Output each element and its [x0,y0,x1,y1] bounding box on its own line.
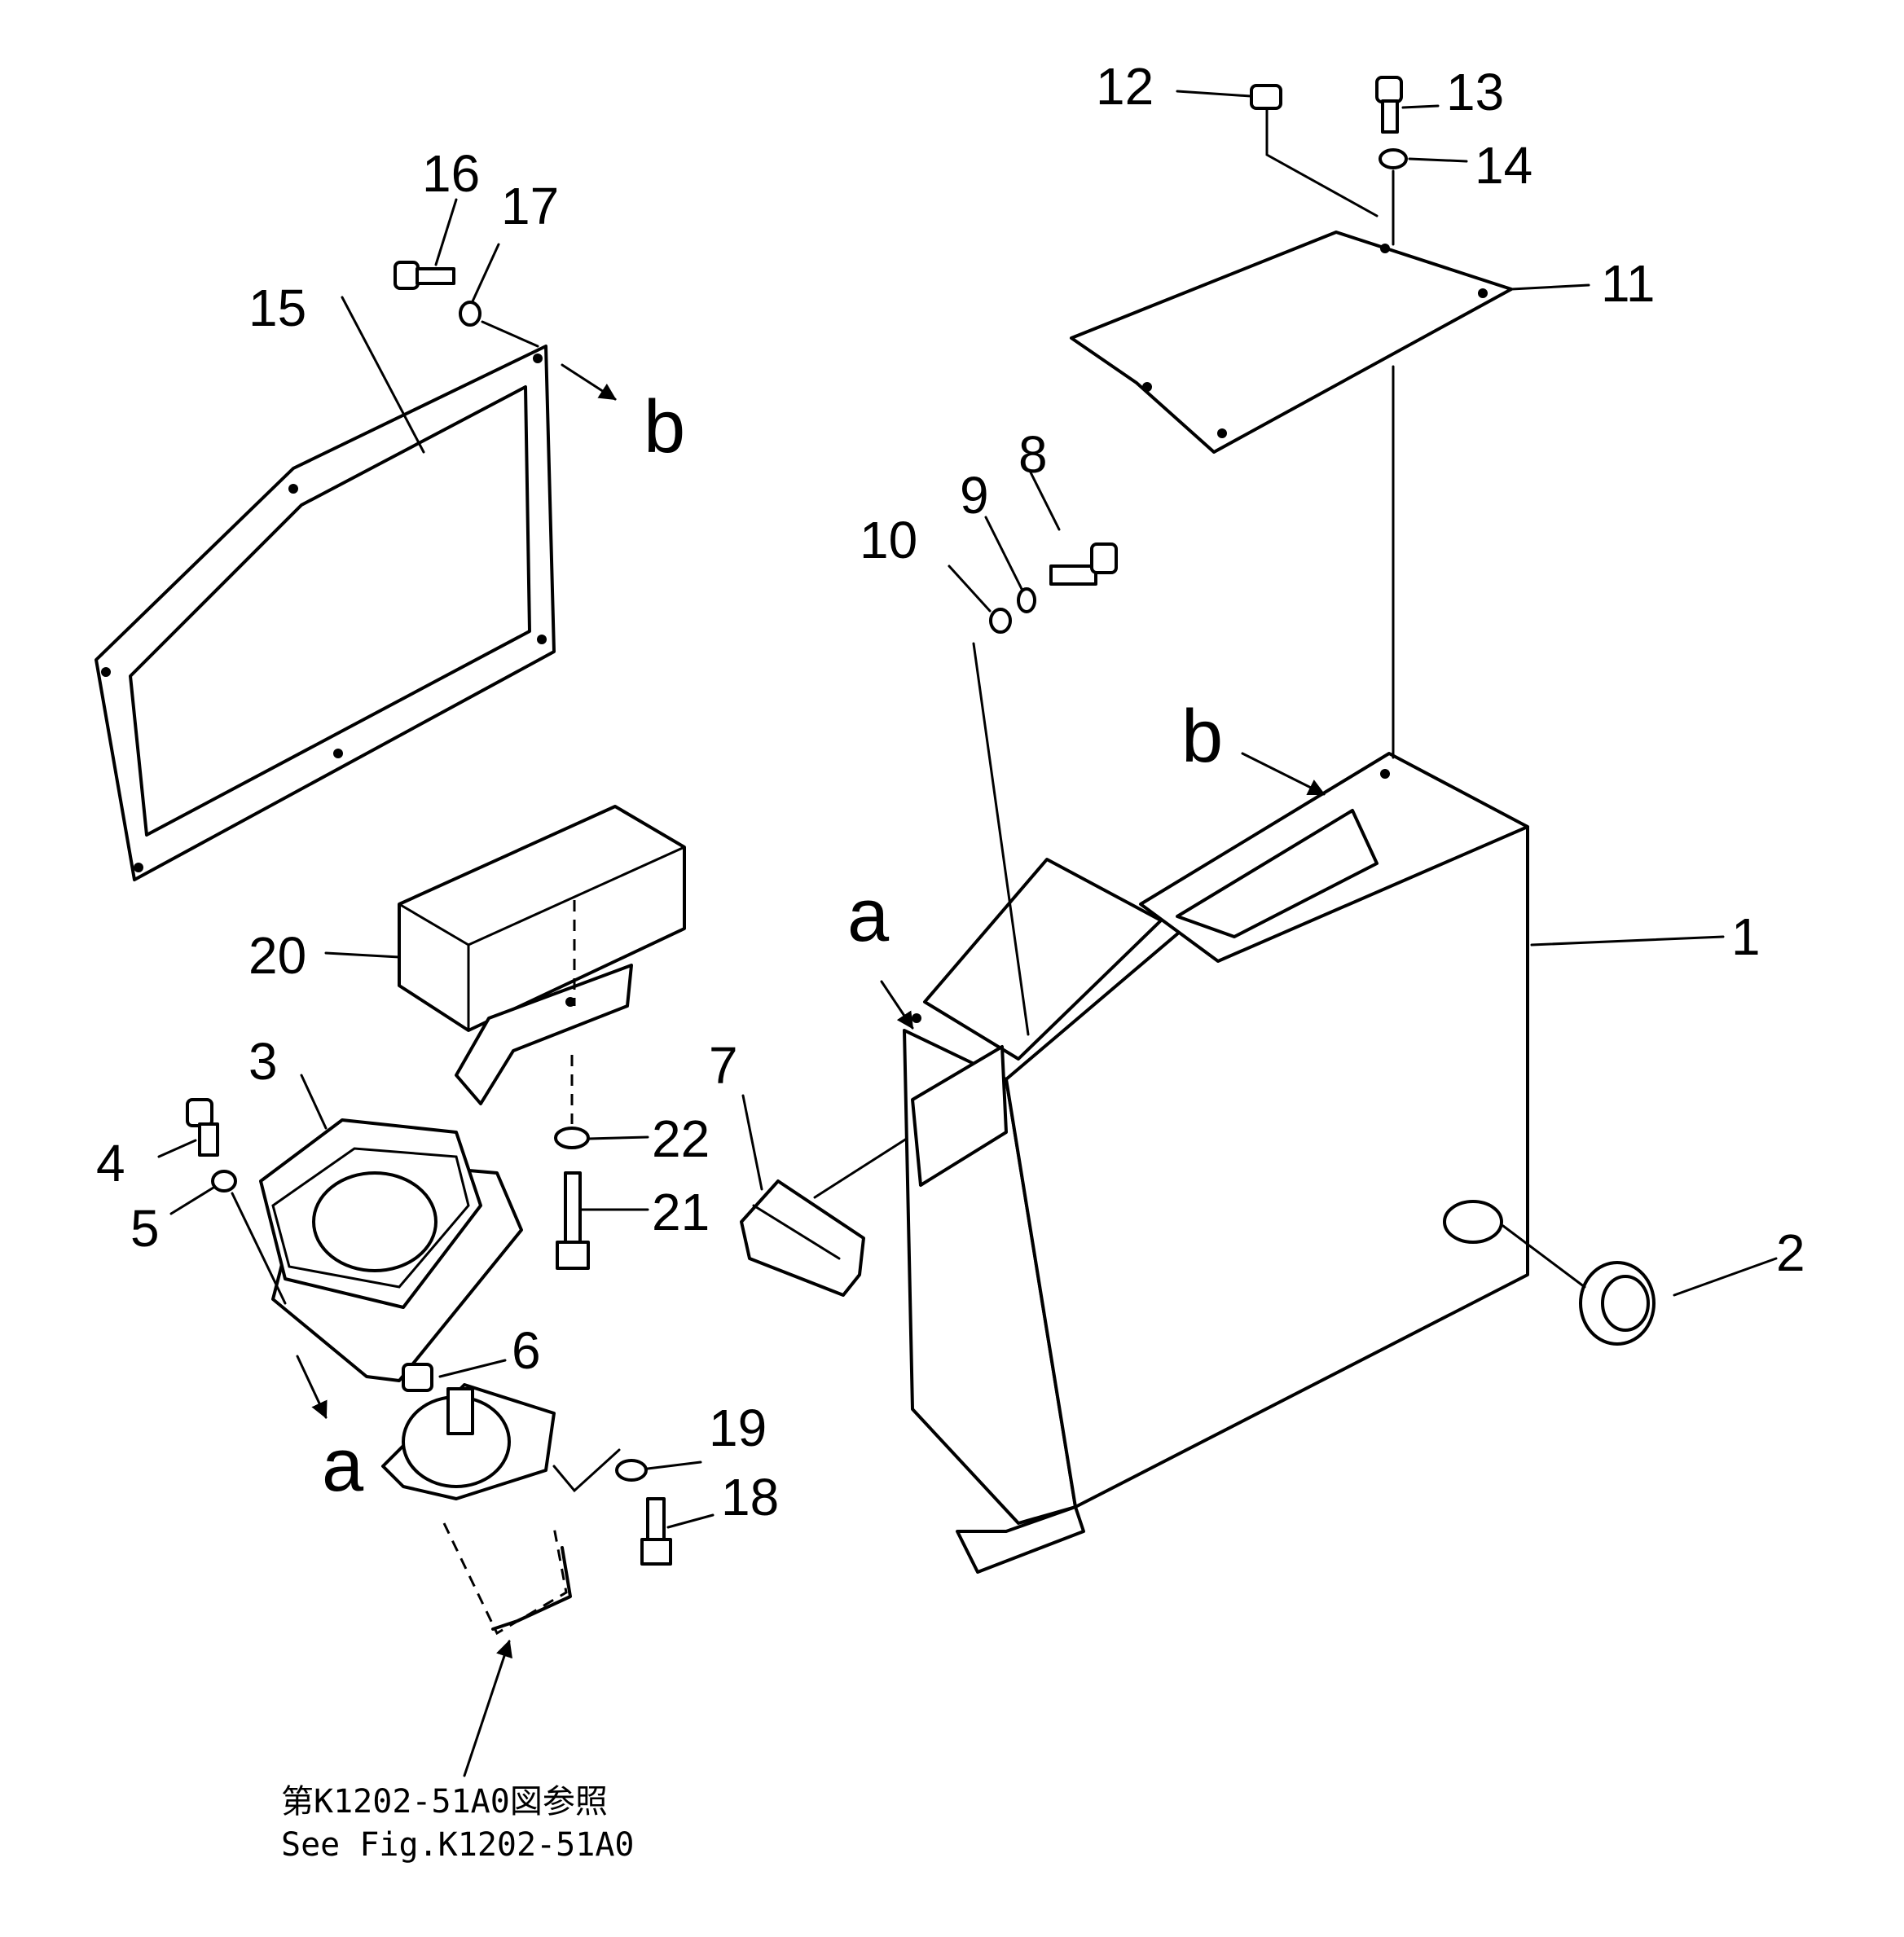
reference-note-ja: 第K1202-51A0図参照 [281,1783,608,1821]
washer-part-5 [211,1170,237,1193]
callout-13: 13 [1446,63,1504,121]
marker-b-left: b [644,385,685,468]
washer-part-19 [615,1459,648,1482]
marker-a-left: a [322,1424,364,1507]
console-housing-part-1 [903,752,1529,1574]
washer-part-10 [989,608,1012,634]
nut-part-6 [402,1363,433,1392]
callout-9: 9 [960,466,989,525]
bolt-part-13 [1375,76,1403,134]
callout-7: 7 [709,1036,738,1095]
callout-17: 17 [501,177,559,235]
callout-11: 11 [1601,254,1655,313]
plate-part-11 [1070,231,1513,454]
cover-part-20 [398,805,686,1032]
marker-b-right: b [1181,695,1223,778]
callout-18: 18 [721,1468,779,1526]
callout-15: 15 [248,279,306,337]
switch-part-7 [740,1179,865,1297]
lever-unit [381,1383,572,1636]
bolt-part-8 [1049,542,1118,586]
plug-part-12 [1250,84,1282,110]
washer-part-17 [459,301,481,327]
callout-6: 6 [512,1321,541,1380]
callout-4: 4 [96,1134,125,1193]
callout-21: 21 [652,1183,710,1241]
window-frame-part-15 [95,345,556,881]
grommet-part-2 [1579,1261,1656,1346]
reference-note-en: See Fig.K1202-51A0 [281,1826,634,1864]
callout-19: 19 [709,1399,767,1457]
callout-10: 10 [860,511,917,569]
marker-a-right: a [847,874,890,957]
callout-20: 20 [248,926,306,985]
callout-16: 16 [422,144,480,203]
callout-8: 8 [1018,425,1048,484]
callout-14: 14 [1475,136,1532,195]
bolt-part-16 [394,261,455,290]
callout-22: 22 [652,1109,710,1168]
callout-12: 12 [1096,57,1154,116]
bolt-part-21 [556,1171,590,1270]
washer-part-14 [1379,148,1408,169]
callout-1: 1 [1731,907,1761,966]
callout-3: 3 [248,1032,278,1091]
washer-part-22 [554,1127,590,1149]
boot-part-3 [259,964,633,1382]
washer-part-9 [1017,587,1036,613]
bolt-part-18 [640,1497,672,1566]
callout-5: 5 [130,1199,160,1258]
callout-2: 2 [1776,1223,1805,1282]
bolt-part-4 [186,1098,219,1157]
